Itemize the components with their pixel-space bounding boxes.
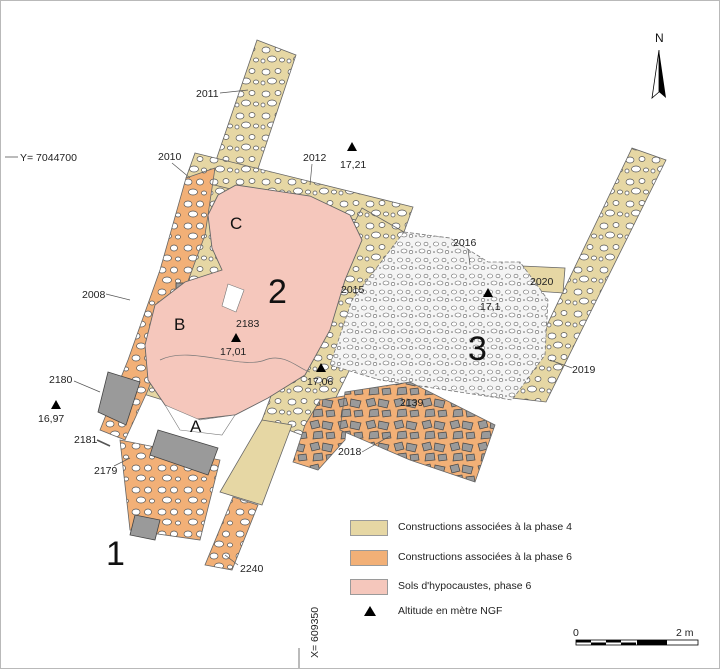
room-2-label: 2 <box>268 273 287 311</box>
svg-text:17,1: 17,1 <box>480 301 501 313</box>
label-2011: 2011 <box>196 88 219 100</box>
svg-text:17,21: 17,21 <box>340 159 366 171</box>
room-3-rubble <box>329 231 549 401</box>
triangle-icon <box>51 400 61 409</box>
label-2018: 2018 <box>338 446 362 458</box>
label-2010: 2010 <box>158 151 182 163</box>
wall-2019 <box>511 147 667 403</box>
label-2015: 2015 <box>341 284 365 296</box>
swatch-phase6 <box>350 550 388 566</box>
north-label: N <box>655 31 664 45</box>
sector-a-label: A <box>190 417 202 436</box>
floor-lacuna <box>221 283 245 313</box>
scale-start-label: 0 <box>573 627 579 639</box>
y-coordinate-label: Y= 7044700 <box>20 152 77 164</box>
label-2020: 2020 <box>530 276 554 288</box>
altitude-marker-2015: 17,06 <box>307 363 333 388</box>
sector-b-label: B <box>174 315 185 334</box>
svg-text:16,97: 16,97 <box>38 413 64 425</box>
altitude-marker-2183: 17,01 <box>220 333 246 358</box>
x-coordinate-label: X= 609350 <box>309 607 321 658</box>
triangle-icon <box>316 363 326 372</box>
scale-bar: 0 2 m <box>573 627 699 646</box>
corridor-fill <box>219 419 293 506</box>
triangle-icon <box>364 606 376 616</box>
swatch-phase4 <box>350 520 388 536</box>
floor-gap-a <box>164 404 236 436</box>
triangle-icon <box>347 142 357 151</box>
floor-crack-line <box>159 354 311 373</box>
label-2008: 2008 <box>82 289 106 301</box>
room-3-label: 3 <box>468 330 487 368</box>
svg-text:17,01: 17,01 <box>220 346 246 358</box>
label-2180: 2180 <box>49 374 73 386</box>
label-2016: 2016 <box>453 237 477 249</box>
room-1-label: 1 <box>106 535 125 573</box>
altitude-marker-room3: 17,1 <box>480 288 501 313</box>
sector-c-label: C <box>230 214 242 233</box>
altitude-marker-2012: 17,21 <box>340 142 366 171</box>
north-arrow: N <box>651 31 666 99</box>
label-2179: 2179 <box>94 465 118 477</box>
label-2139: 2139 <box>400 397 424 409</box>
scale-end-label: 2 m <box>676 627 694 639</box>
triangle-icon <box>483 288 493 297</box>
label-2181: 2181 <box>74 434 98 446</box>
wall-2240 <box>204 496 259 571</box>
altitude-marker-2180: 16,97 <box>38 400 64 425</box>
svg-text:17,06: 17,06 <box>307 376 333 388</box>
wall-2139 <box>339 381 496 483</box>
triangle-icon <box>231 333 241 342</box>
label-2019: 2019 <box>572 364 596 376</box>
label-2012: 2012 <box>303 152 327 164</box>
label-2240: 2240 <box>240 563 264 575</box>
swatch-hypocaust <box>350 579 388 595</box>
label-2183: 2183 <box>236 318 260 330</box>
